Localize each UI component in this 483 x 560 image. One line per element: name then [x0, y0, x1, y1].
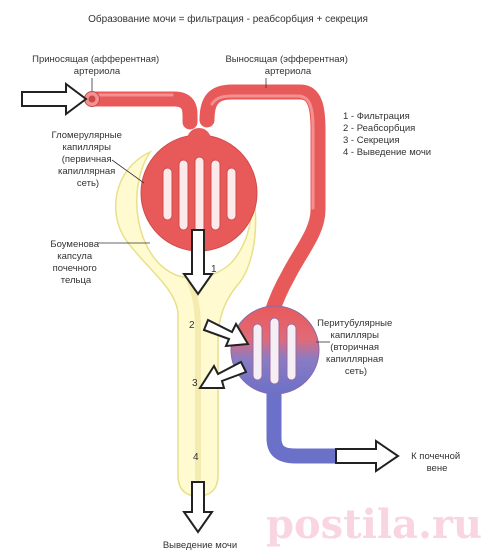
label-renal-vein: К почечной вене — [411, 451, 463, 474]
legend-item: 4 - Выведение мочи — [343, 147, 431, 158]
number-4: 4 — [193, 452, 199, 463]
label-bowman: Боуменова капсула почечного тельца — [50, 239, 101, 286]
glomerular-loops — [162, 156, 237, 234]
watermark: postila.ru — [266, 501, 482, 548]
leader-glomerular — [111, 159, 145, 184]
renal-vein-arrow — [335, 439, 400, 473]
renal-vein-outflow — [266, 384, 374, 464]
number-3: 3 — [192, 378, 198, 389]
afferent-arteriole — [84, 91, 198, 130]
glomerulus-neck — [187, 128, 211, 152]
label-glomerular: Гломерулярные капилляры (первичная капил… — [51, 130, 124, 189]
legend: 1 - Фильтрация 2 - Реабсорбция 3 - Секре… — [343, 111, 431, 158]
diagram-title: Образование мочи = фильтрация - реабсорб… — [88, 13, 368, 25]
inflow-arrow — [21, 82, 88, 116]
excretion-arrow — [182, 481, 214, 534]
number-1: 1 — [211, 264, 217, 275]
label-efferent: Выносящая (эфферентная) артериола — [225, 54, 350, 77]
reabsorption-arrow — [202, 318, 250, 348]
legend-item: 2 - Реабсорбция — [343, 123, 415, 134]
legend-item: 1 - Фильтрация — [343, 111, 410, 122]
efferent-arteriole-highlight — [210, 94, 315, 210]
label-afferent: Приносящая (афферентная) артериола — [32, 54, 162, 77]
label-excretion: Выведение мочи — [163, 540, 237, 551]
efferent-arteriole — [199, 84, 326, 320]
label-peritubular: Перитубулярные капилляры (вторичная капи… — [317, 318, 395, 377]
number-2: 2 — [189, 320, 195, 331]
filtration-arrow — [182, 229, 214, 296]
secretion-arrow — [198, 360, 248, 389]
peritubular-loops — [252, 317, 297, 385]
afferent-opening-inner — [88, 95, 96, 103]
legend-item: 3 - Секреция — [343, 135, 400, 146]
